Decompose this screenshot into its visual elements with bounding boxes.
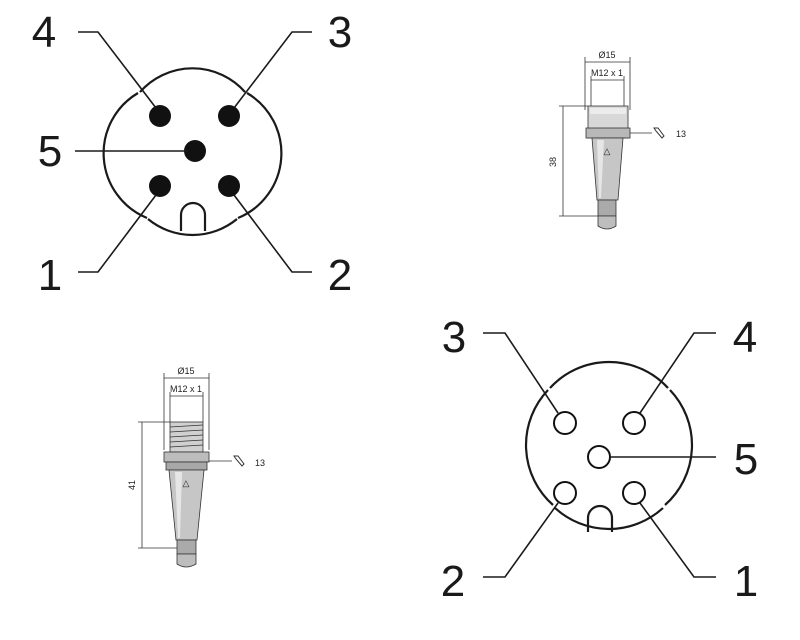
male-coding-key: [586, 504, 614, 532]
female-pin-3: [218, 105, 240, 127]
female-cable-stub: [597, 199, 617, 217]
male-pin-4: [622, 411, 646, 435]
male-housing-ring: [524, 360, 694, 531]
female-length-label: 38: [548, 157, 558, 167]
male-nut-upper: [163, 451, 210, 463]
male-pin-label-2: 2: [441, 557, 465, 606]
female-pin-4: [149, 105, 171, 127]
male-length-label: 41: [127, 480, 137, 490]
female-cable-cut: [597, 215, 617, 230]
female-leader-1: [78, 194, 157, 273]
female-diameter-label: Ø15: [598, 50, 615, 60]
male-connector-side-view: Ø15 M12 x 1 △ 41 13: [127, 366, 265, 568]
male-thread-label: M12 x 1: [170, 384, 202, 394]
male-diameter-label: Ø15: [177, 366, 194, 376]
female-pin-label-4: 4: [32, 8, 56, 57]
male-leader-1: [639, 502, 716, 578]
female-pin-label-5: 5: [38, 127, 62, 176]
female-warning-mark: △: [604, 146, 611, 156]
female-body-shine: [597, 140, 604, 198]
male-pinout-diagram: 3 4 5 2 1: [441, 313, 758, 606]
male-wrench-size: 13: [255, 458, 265, 468]
female-pinout-diagram: 4 3 5 1 2: [32, 8, 352, 300]
female-thread-label: M12 x 1: [591, 68, 623, 78]
female-pin-label-3: 3: [328, 8, 352, 57]
male-pin-label-5: 5: [734, 435, 758, 484]
male-pin-1: [622, 481, 646, 505]
male-body-shine: [175, 472, 182, 538]
male-pin-3: [553, 411, 577, 435]
female-wrench-size: 13: [676, 129, 686, 139]
male-cable-stub: [176, 539, 197, 555]
wrench-icon: [653, 127, 665, 139]
female-pin-2: [218, 175, 240, 197]
female-coding-key: [179, 201, 207, 231]
female-housing-ring: [102, 67, 283, 237]
wrench-icon: [233, 455, 245, 467]
male-leader-3: [483, 332, 559, 414]
female-pin-5: [184, 140, 206, 162]
male-pin-label-4: 4: [733, 313, 757, 362]
male-warning-mark: △: [183, 478, 190, 488]
male-cable-cut: [176, 553, 197, 568]
female-connector-side-view: Ø15 M12 x 1 △ 38 13: [548, 50, 686, 230]
male-leader-4: [639, 332, 716, 414]
male-pin-5: [587, 445, 611, 469]
female-pin-label-2: 2: [328, 251, 352, 300]
male-pin-2: [553, 481, 577, 505]
female-pin-1: [149, 175, 171, 197]
female-leader-4: [78, 31, 157, 109]
male-pin-label-3: 3: [442, 313, 466, 362]
female-pin-label-1: 1: [38, 251, 62, 300]
male-thread-lines: [169, 424, 204, 448]
female-leader-3: [233, 31, 312, 109]
male-nut-lower: [165, 461, 208, 471]
female-nut-highlight: [590, 108, 626, 114]
female-leader-2: [233, 194, 312, 273]
male-leader-2: [483, 502, 559, 578]
male-pin-label-1: 1: [734, 557, 758, 606]
female-knurl-ring: [585, 127, 631, 139]
